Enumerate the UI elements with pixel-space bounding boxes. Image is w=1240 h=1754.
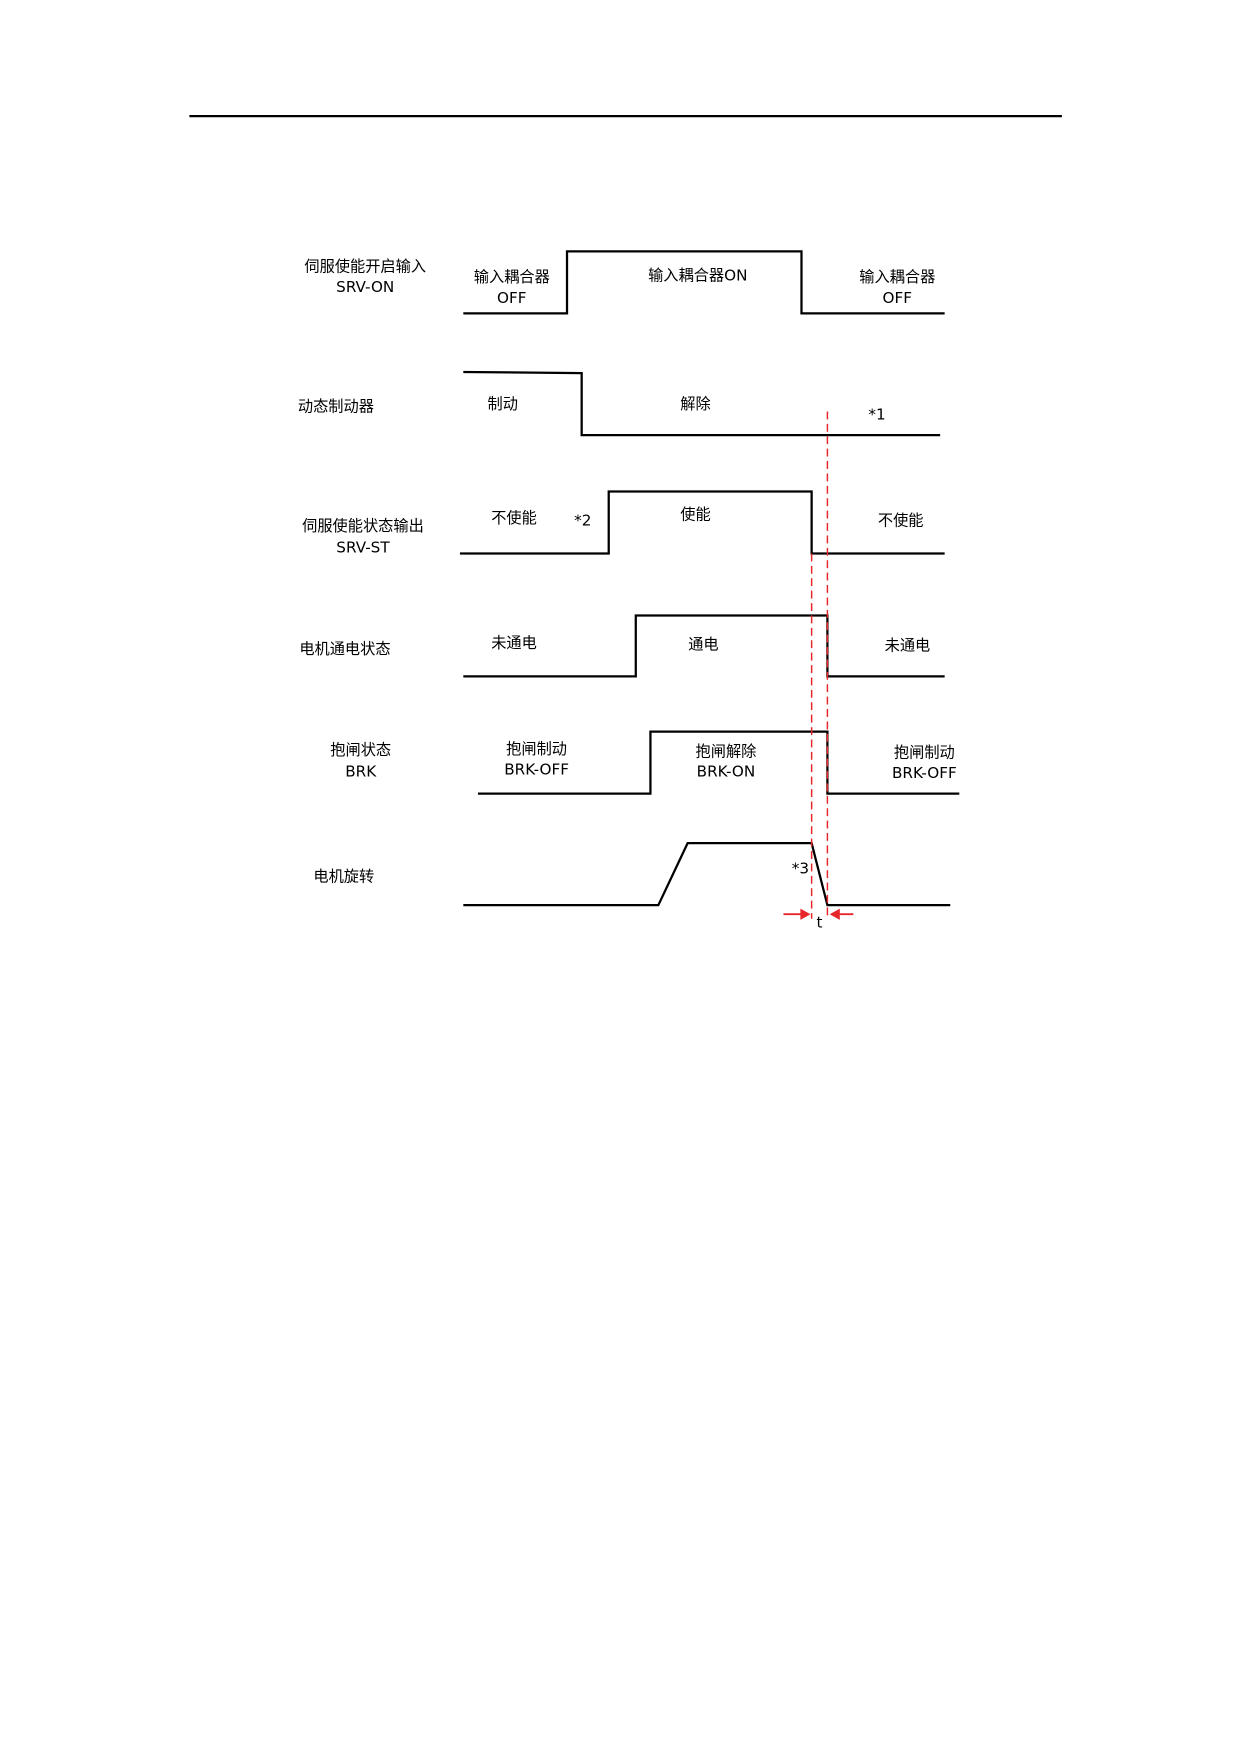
- state-label: OFF: [497, 289, 526, 307]
- row-srv-on: 伺服使能开启输入 SRV-ON 输入耦合器 OFF 输入耦合器ON 输入耦合器 …: [304, 250, 945, 315]
- row-label: 动态制动器: [298, 397, 374, 415]
- state-label: 输入耦合器: [474, 268, 550, 286]
- row-motor-rotation: 电机旋转 *3: [313, 842, 951, 907]
- signal-waveform: [463, 614, 945, 678]
- note-label: *2: [574, 511, 591, 529]
- row-brake: 抱闸状态 BRK 抱闸制动 BRK-OFF 抱闸解除 BRK-ON 抱闸制动 B…: [330, 730, 960, 795]
- state-label: BRK-ON: [697, 763, 756, 781]
- state-label: BRK-OFF: [892, 764, 957, 782]
- note-label: *3: [792, 860, 809, 878]
- state-label: BRK-OFF: [504, 760, 569, 778]
- state-label: 输入耦合器: [859, 268, 935, 286]
- signal-waveform: [463, 370, 941, 437]
- state-label: 使能: [680, 506, 710, 524]
- state-label: 抱闸制动: [894, 744, 955, 762]
- state-label: 不使能: [878, 511, 924, 529]
- timing-markers: t: [783, 411, 854, 932]
- state-label: 解除: [680, 395, 710, 413]
- signal-waveform: [463, 842, 951, 907]
- row-srv-st: 伺服使能状态输出 SRV-ST 不使能 *2 使能 不使能: [302, 490, 945, 556]
- signal-waveform: [459, 490, 945, 555]
- row-code: BRK: [345, 763, 377, 781]
- row-label: 电机旋转: [313, 868, 374, 886]
- note-label: *1: [868, 405, 885, 423]
- interval-label: t: [817, 914, 823, 932]
- row-label: 电机通电状态: [299, 640, 390, 658]
- row-label: 抱闸状态: [330, 741, 391, 759]
- row-code: SRV-ST: [336, 538, 390, 556]
- state-label: OFF: [883, 289, 912, 307]
- arrow-right-icon: [783, 908, 811, 920]
- state-label: 通电: [688, 635, 718, 653]
- row-code: SRV-ON: [336, 278, 394, 296]
- state-label: 输入耦合器ON: [648, 267, 747, 285]
- arrow-left-icon: [829, 908, 854, 920]
- row-label: 伺服使能状态输出: [302, 517, 424, 535]
- state-label: 未通电: [491, 634, 537, 652]
- row-motor-power: 电机通电状态 未通电 通电 未通电: [299, 614, 945, 678]
- signal-waveform: [477, 730, 960, 795]
- state-label: 抱闸制动: [506, 740, 567, 758]
- state-label: 未通电: [885, 636, 931, 654]
- signal-waveform: [463, 250, 945, 315]
- state-label: 不使能: [491, 509, 537, 527]
- row-dynamic-brake: 动态制动器 制动 解除 *1: [298, 370, 941, 437]
- row-label: 伺服使能开启输入: [304, 258, 426, 276]
- state-label: 抱闸解除: [696, 742, 757, 760]
- state-label: 制动: [488, 395, 518, 413]
